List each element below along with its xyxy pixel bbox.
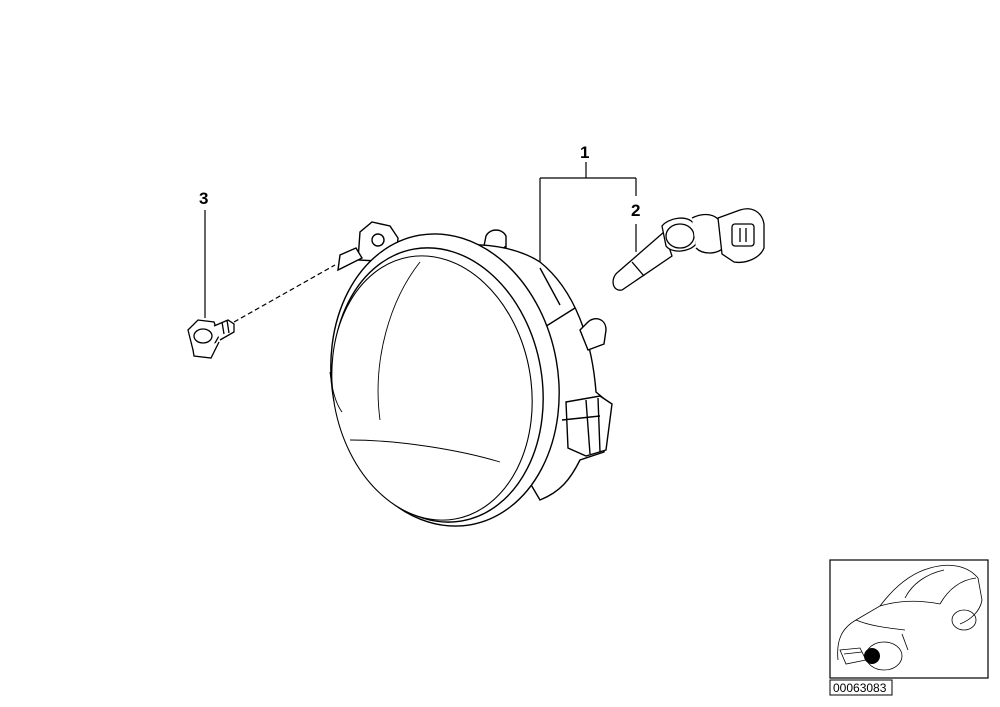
bulb-part-2 (612, 208, 765, 291)
fog-lamp-part-1 (329, 221, 613, 527)
reference-number-box: 00063083 (829, 679, 893, 696)
reference-number: 00063083 (833, 681, 887, 695)
leader-lines (204, 162, 637, 323)
car-locator-inset (829, 559, 989, 679)
inset-frame (829, 559, 989, 679)
screw-part-3 (187, 319, 235, 359)
callout-2: 2 (631, 201, 640, 220)
callout-1: 1 (580, 143, 589, 162)
locator-dot (864, 648, 880, 664)
callout-3: 3 (199, 189, 208, 208)
